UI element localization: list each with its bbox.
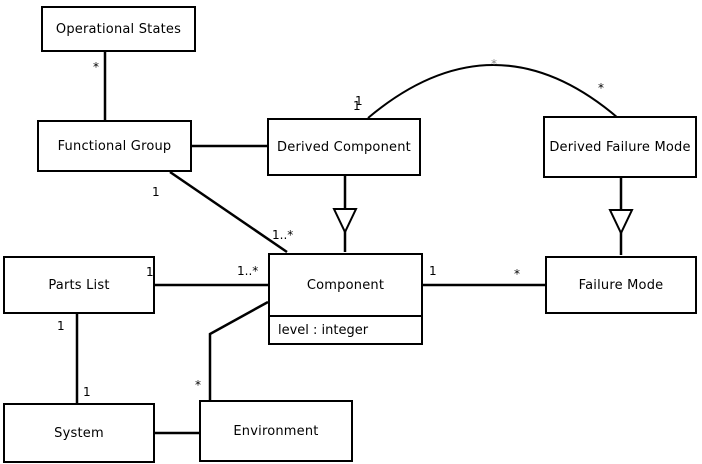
multiplicity-fm-end: *: [514, 267, 520, 281]
uml-class-system[interactable]: System: [3, 403, 155, 463]
multiplicity-partslist-to-system-b: 1: [83, 385, 91, 399]
multiplicity-partslist-to-comp: 1..*: [237, 264, 259, 278]
uml-class-functional-group[interactable]: Functional Group: [37, 120, 192, 172]
uml-attribute: level : integer: [278, 322, 369, 338]
uml-class-name: Functional Group: [57, 138, 172, 154]
generalization-triangle-derived-failure-mode: [608, 209, 634, 236]
uml-class-derived-failure-mode[interactable]: Derived Failure Mode: [543, 116, 697, 178]
uml-class-name: Operational States: [55, 21, 182, 37]
multiplicity-arc-apex: *: [491, 57, 497, 71]
uml-class-name: System: [54, 425, 104, 441]
multiplicity-opstates-to-fg: *: [93, 60, 99, 74]
multiplicity-fg-comp-end: 1..*: [272, 228, 294, 242]
edge-functional-group-component: [169, 170, 288, 254]
uml-class-environment[interactable]: Environment: [199, 400, 353, 462]
uml-class-parts-list[interactable]: Parts List: [3, 256, 155, 314]
generalization-triangle-derived-component: [332, 208, 358, 235]
multiplicity-env-to-comp: *: [195, 378, 201, 392]
edge-environment-component: [208, 300, 269, 400]
edge-derived-component-derived-failure-mode: [367, 64, 619, 119]
uml-class-attributes: level : integer: [270, 315, 421, 343]
uml-class-operational-states[interactable]: Operational States: [41, 6, 196, 52]
multiplicity-fg-to-derivedcomp: 1: [353, 99, 361, 113]
uml-class-name: Derived Component: [277, 139, 411, 155]
uml-class-component[interactable]: Component level : integer: [268, 253, 423, 345]
uml-class-name: Failure Mode: [578, 277, 664, 293]
multiplicity-derivedcomp-arc-start: 1: [355, 94, 363, 108]
multiplicity-comp-to-fm: 1: [429, 264, 437, 278]
uml-class-name: Component: [306, 277, 385, 293]
uml-class-failure-mode[interactable]: Failure Mode: [545, 256, 697, 314]
uml-class-name: Derived Failure Mode: [549, 139, 691, 155]
multiplicity-partslist-end: 1: [146, 265, 154, 279]
multiplicity-fg-to-component: 1: [152, 185, 160, 199]
uml-class-derived-component[interactable]: Derived Component: [267, 118, 421, 176]
uml-class-name: Parts List: [48, 277, 110, 293]
multiplicity-partslist-to-system-a: 1: [57, 319, 65, 333]
multiplicity-arc-end-dfm: *: [598, 81, 604, 95]
uml-class-name: Environment: [233, 423, 319, 439]
